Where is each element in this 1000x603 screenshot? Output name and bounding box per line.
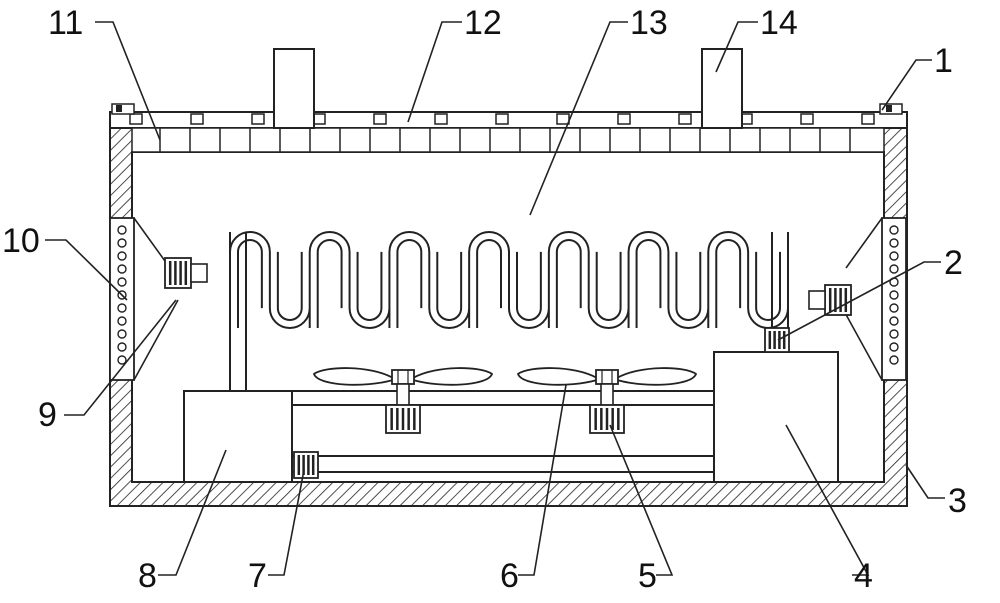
callout-2: 2 xyxy=(944,244,963,282)
callout-7: 7 xyxy=(248,557,267,595)
bottom-pipe-connector xyxy=(293,451,319,479)
callout-3: 3 xyxy=(948,482,967,520)
leader-lines xyxy=(45,21,945,576)
fan-mount-bar xyxy=(291,390,715,406)
callout-9: 9 xyxy=(38,396,57,434)
callout-labels: 11 12 13 14 1 2 3 4 5 6 7 8 9 10 xyxy=(2,4,967,595)
callout-11: 11 xyxy=(48,4,83,42)
left-sensor xyxy=(133,217,208,381)
left-side-grille xyxy=(109,217,135,381)
pump-connector xyxy=(764,327,790,353)
corner-clamp-left xyxy=(111,103,135,115)
callout-10: 10 xyxy=(2,222,40,260)
callout-6: 6 xyxy=(500,557,519,595)
callout-13: 13 xyxy=(630,4,668,42)
control-box xyxy=(183,390,293,483)
callout-5: 5 xyxy=(638,557,657,595)
pipe-left xyxy=(273,48,315,129)
callout-1: 1 xyxy=(934,42,953,80)
bottom-pipe xyxy=(291,455,715,473)
pipe-right xyxy=(701,48,743,129)
pump-body xyxy=(713,351,839,483)
serpentine-coil xyxy=(229,231,789,392)
callout-4: 4 xyxy=(854,557,873,595)
top-cover xyxy=(109,103,908,153)
right-side-grille xyxy=(881,217,907,381)
callout-12: 12 xyxy=(464,4,502,42)
right-sensor xyxy=(808,217,883,381)
fan-right xyxy=(516,367,698,434)
callout-14: 14 xyxy=(760,4,798,42)
callout-8: 8 xyxy=(138,557,157,595)
fan-left xyxy=(312,367,494,434)
